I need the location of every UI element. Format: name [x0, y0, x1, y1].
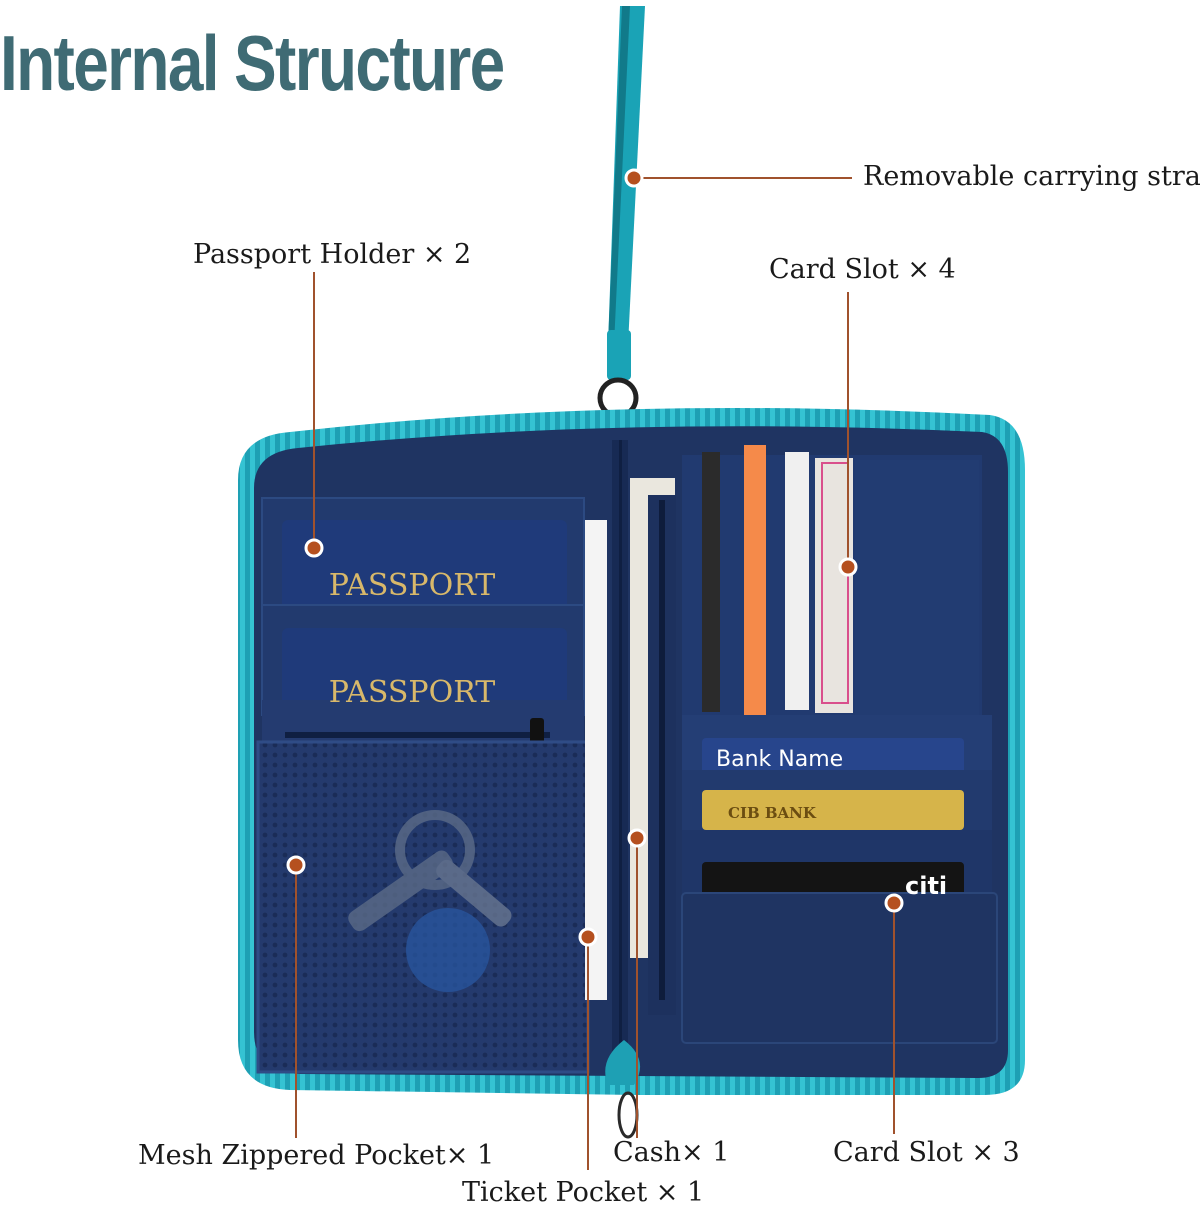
- passport-label-bottom: PASSPORT: [329, 675, 496, 710]
- page-title: Internal Structure: [0, 19, 505, 107]
- zipper-pull-icon: [617, 1091, 639, 1139]
- leader-dots: [286, 168, 904, 947]
- card-bank-name: Bank Name: [716, 747, 843, 772]
- card-slots-right: [681, 445, 998, 1044]
- callout-card-slot-3: Card Slot × 3: [833, 1137, 1020, 1168]
- callout-mesh-pocket: Mesh Zippered Pocket× 1: [138, 1140, 495, 1171]
- callout-card-slot-4: Card Slot × 4: [769, 254, 956, 285]
- card-cib-bank: CIB BANK: [728, 804, 817, 822]
- callout-ticket-pocket: Ticket Pocket × 1: [462, 1177, 705, 1208]
- ticket-cash-pockets: [585, 478, 676, 1015]
- card-citi: citi: [905, 872, 947, 900]
- carrying-strap: [597, 6, 645, 419]
- callout-cash: Cash× 1: [613, 1137, 730, 1168]
- passport-label-top: PASSPORT: [329, 568, 496, 603]
- callout-passport-holder: Passport Holder × 2: [193, 239, 472, 270]
- leader-lines: [295, 177, 895, 1170]
- callout-strap: Removable carrying strap: [863, 161, 1200, 192]
